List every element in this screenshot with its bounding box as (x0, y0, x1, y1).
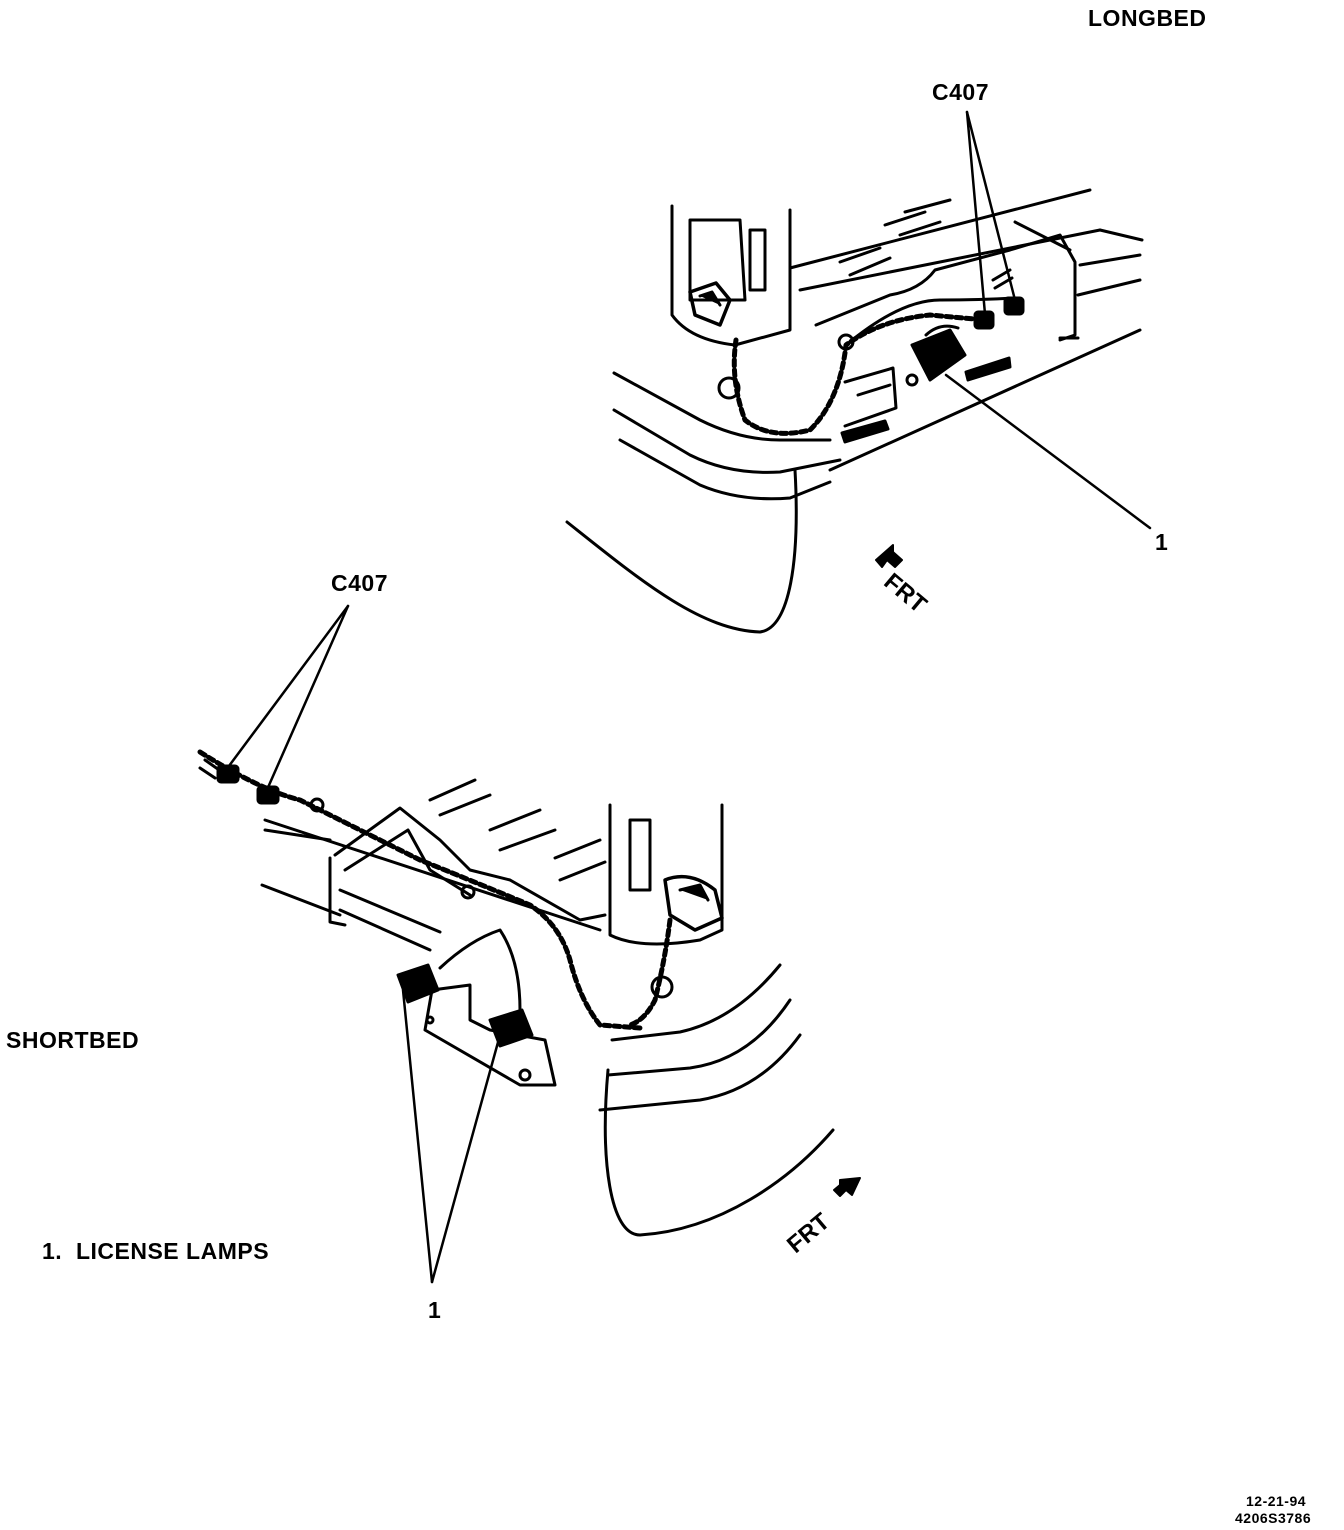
longbed-bed-edge-4 (1098, 228, 1144, 242)
longbed-frt-arrow (875, 544, 903, 568)
longbed-connector-label: C407 (932, 79, 989, 105)
shortbed-c407-leader-a (224, 604, 350, 772)
shortbed-callout-leader-b (430, 1033, 502, 1284)
shortbed-bumper-low (598, 1033, 802, 1112)
shortbed-illustration (197, 604, 861, 1284)
longbed-fender (565, 468, 798, 634)
figure-date: 12-21-94 (1246, 1493, 1307, 1509)
legend-item-license-lamps: 1. LICENSE LAMPS (42, 1238, 270, 1264)
shortbed-bed-edge-2 (260, 883, 342, 917)
longbed-bumper-low (618, 438, 832, 501)
shortbed-connector-label: C407 (331, 570, 388, 596)
longbed-illustration (565, 110, 1152, 634)
shortbed-bumper-mid (606, 998, 792, 1077)
shortbed-harness (197, 749, 643, 1031)
longbed-bed-edge-1 (788, 188, 1092, 270)
shortbed-frt-arrow (833, 1177, 861, 1197)
longbed-callout-number: 1 (1155, 529, 1169, 555)
shortbed-taillamp-housing (608, 803, 724, 946)
shortbed-callout-leader-a (401, 988, 434, 1284)
longbed-plate-slot-right (964, 356, 1012, 382)
figure-number: 4206S3786 (1235, 1510, 1312, 1526)
shortbed-bed-edge-3 (263, 828, 332, 842)
longbed-bed-edge-3 (828, 328, 1142, 472)
longbed-title: LONGBED (1088, 5, 1207, 31)
longbed-c407-leader-a (965, 110, 987, 316)
shortbed-title: SHORTBED (6, 1027, 140, 1053)
shortbed-fender (603, 1068, 835, 1237)
shortbed-bumper-top (610, 963, 782, 1042)
shortbed-license-lamp-right (488, 1008, 534, 1048)
longbed-callout-leader (944, 373, 1152, 530)
longbed-harness (731, 312, 988, 436)
shortbed-callout-number: 1 (428, 1297, 442, 1323)
longbed-plate-slot-left (840, 419, 890, 444)
longbed-bumper-mid (612, 408, 842, 474)
shortbed-c407-leader-b (264, 604, 350, 794)
longbed-license-lamp (910, 328, 967, 382)
longbed-c407-leader-b (965, 110, 1017, 302)
longbed-bumper-top (612, 371, 832, 442)
